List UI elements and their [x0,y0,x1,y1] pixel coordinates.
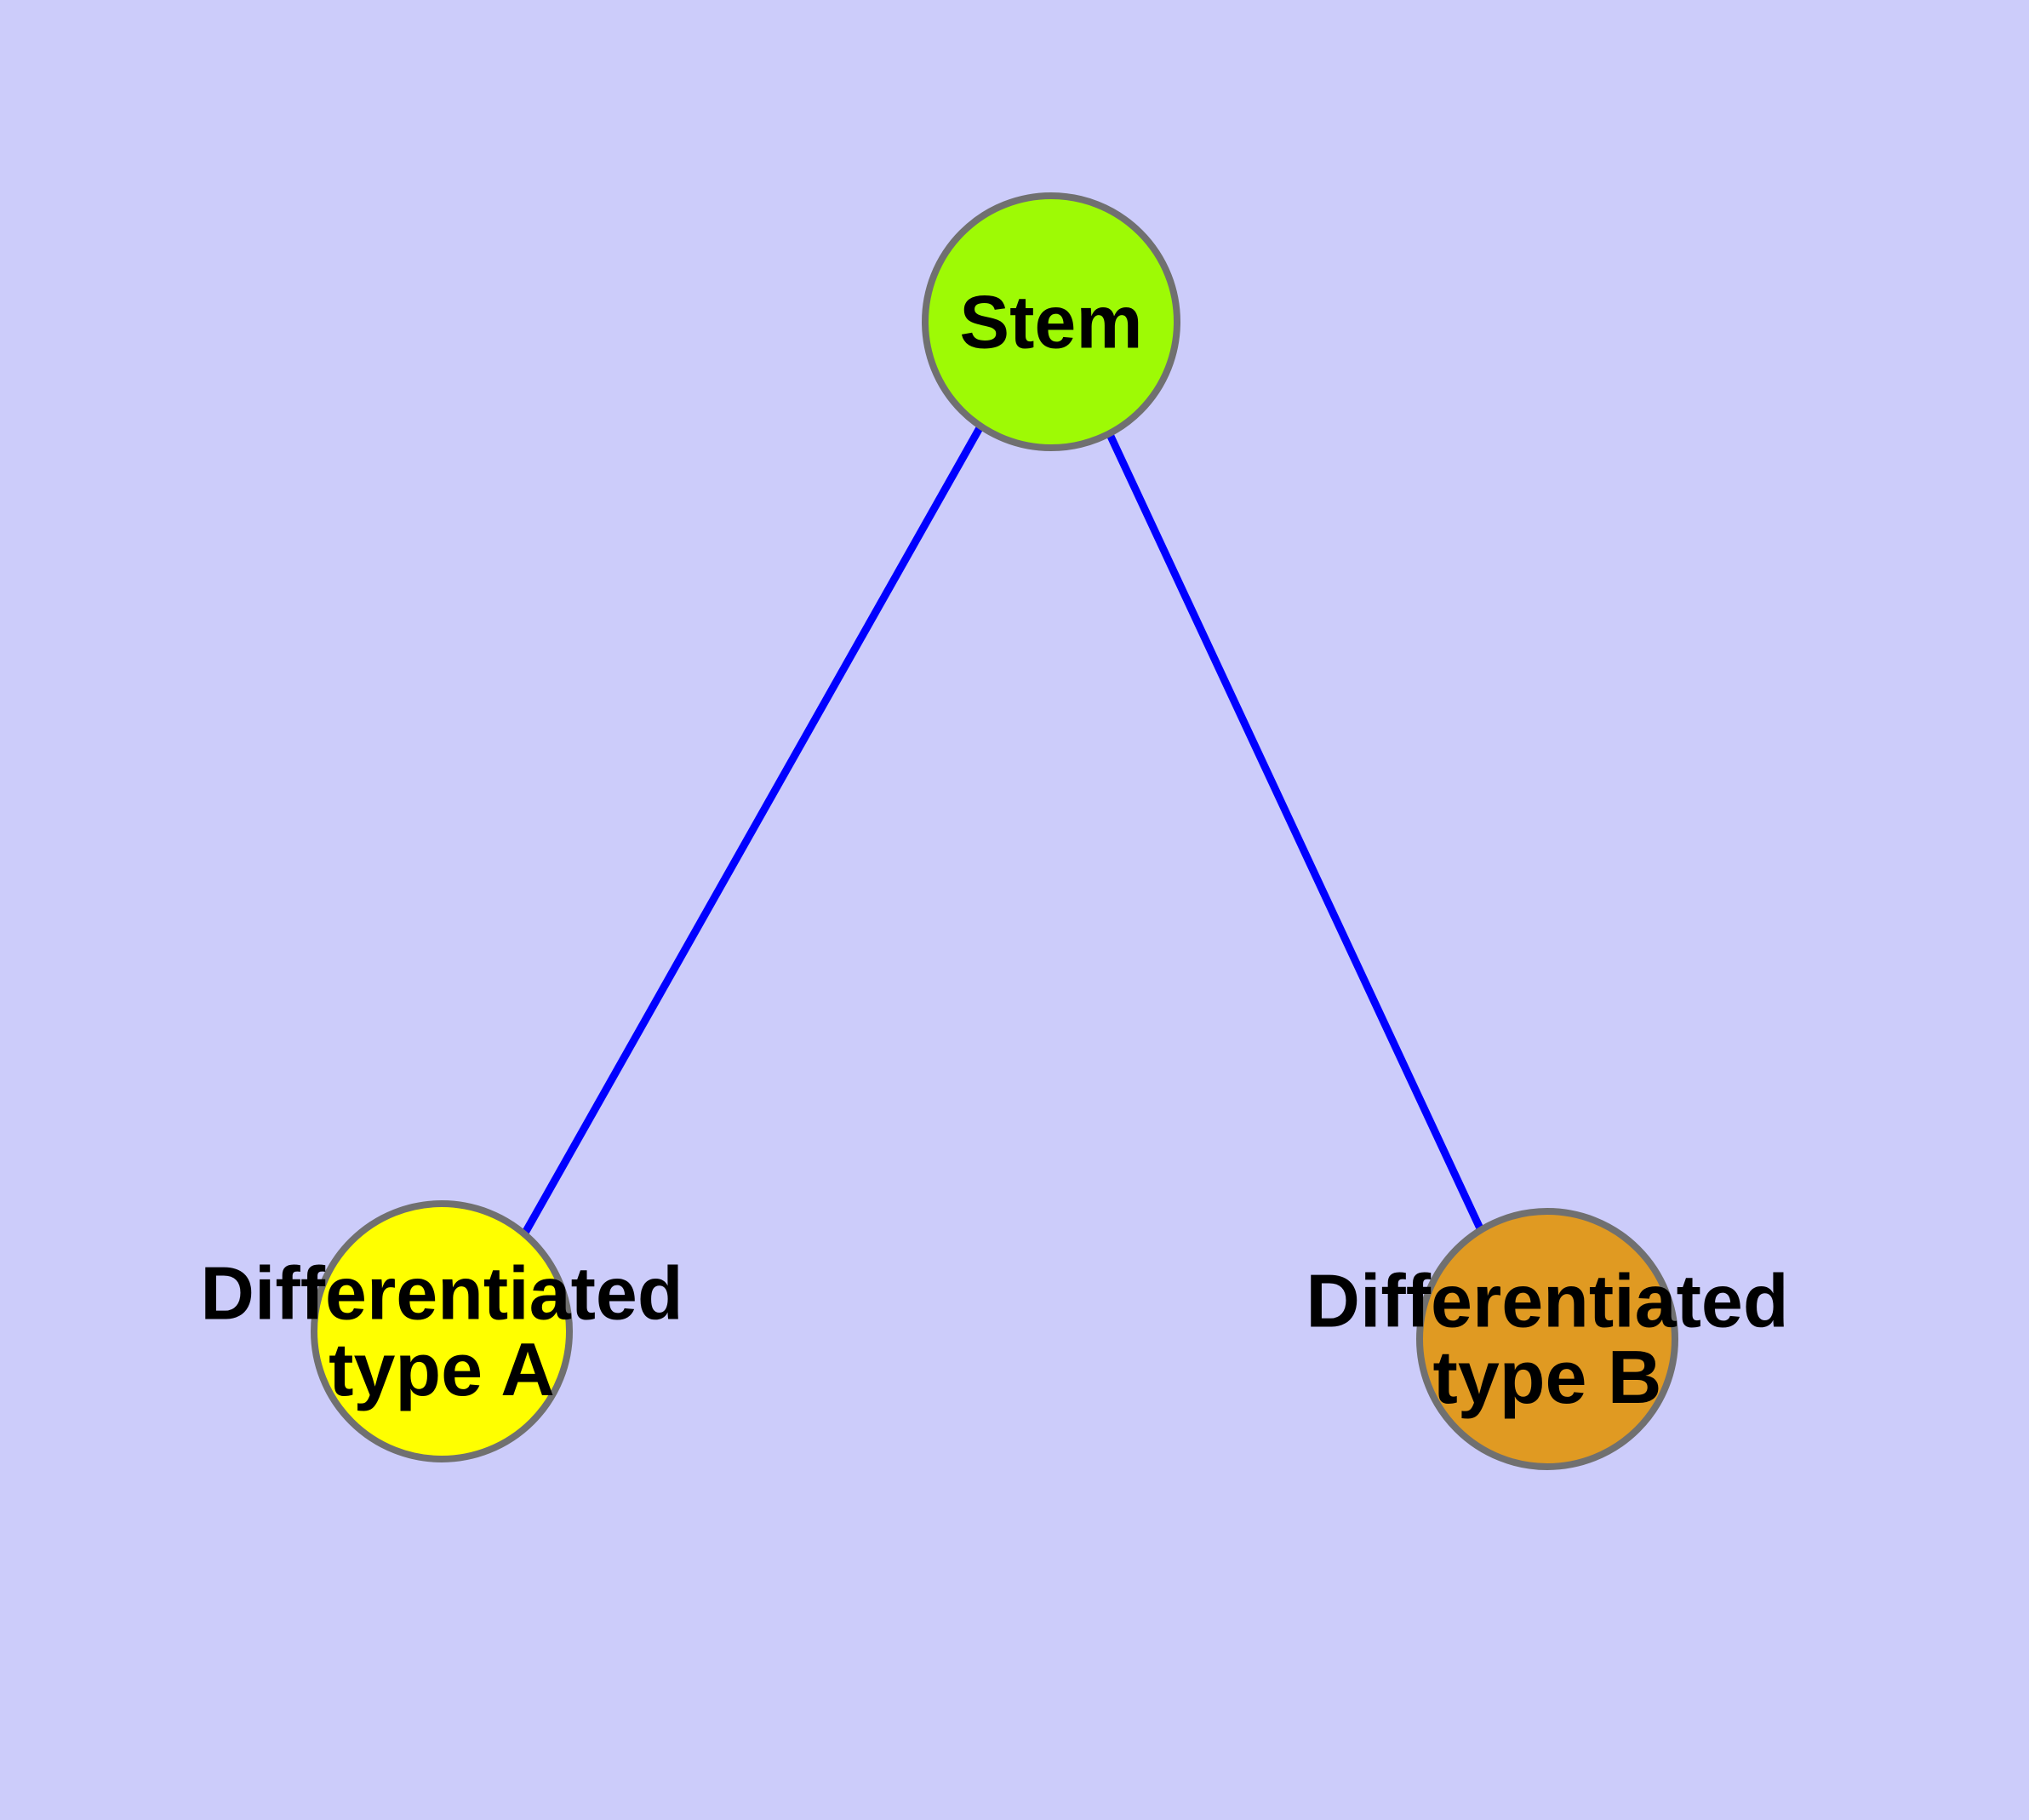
graph-node-diffB[interactable] [1416,1208,1678,1470]
node-label-line: Differentiated [1306,1258,1788,1342]
node-label-stem: Stem [959,279,1142,363]
graph-edge-stem-to-diffA[interactable] [521,424,984,1237]
node-label-line: type A [329,1327,555,1411]
graph-node-diffA[interactable] [311,1200,573,1462]
node-label-line: Stem [959,279,1142,363]
graph-edge-stem-to-diffB[interactable] [1104,429,1484,1230]
graph-node-stem[interactable] [922,192,1180,451]
nodes-layer [311,192,1678,1470]
node-label-line: type B [1433,1335,1662,1419]
edges-layer [521,424,1484,1237]
node-label-line: Differentiated [200,1251,683,1335]
